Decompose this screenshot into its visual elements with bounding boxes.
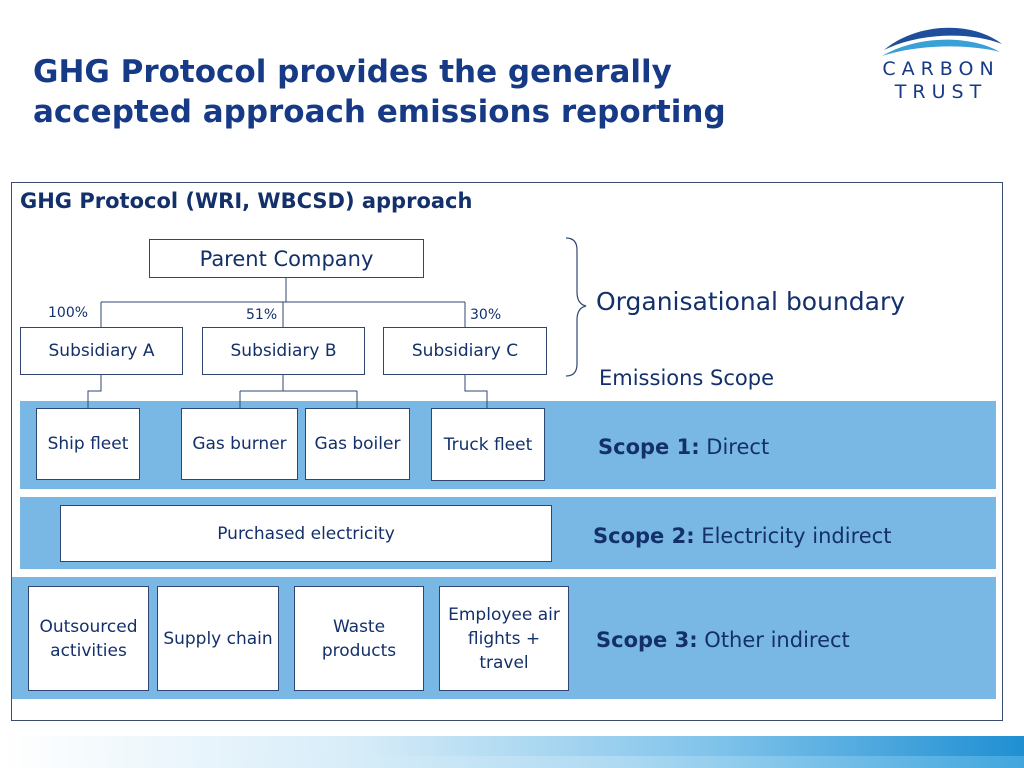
footer-gradient-strip [0,736,1024,768]
scope3-source-employee-travel: Employee air flights + travel [439,586,569,691]
scope2-label: Scope 2: Electricity indirect [593,524,891,548]
scope1-label: Scope 1: Direct [598,435,769,459]
scope1-source-gas-burner: Gas burner [181,408,298,480]
emissions-scope-label: Emissions Scope [599,366,775,390]
scope3-source-supply-chain: Supply chain [157,586,279,691]
scope3-label: Scope 3: Other indirect [596,628,850,652]
scope2-desc: Electricity indirect [701,524,892,548]
parent-company-box: Parent Company [149,239,424,278]
scope2-title: Scope 2: [593,524,695,548]
scope1-title: Scope 1: [598,435,700,459]
scope1-source-truck-fleet: Truck fleet [431,408,545,481]
diagram-frame [11,182,1003,721]
boundary-brace [565,237,587,377]
scope1-source-gas-boiler: Gas boiler [305,408,410,480]
logo-text-trust: TRUST [894,81,988,103]
slide-title: GHG Protocol provides the generally acce… [33,54,726,130]
scope3-source-outsourced-activities: Outsourced activities [28,586,149,691]
subsidiary-b-box: Subsidiary B [202,327,365,375]
organisational-boundary-label: Organisational boundary [596,287,906,316]
logo-wave-icon [882,27,1002,56]
ownership-pct-a: 100% [48,305,89,321]
scope3-title: Scope 3: [596,628,698,652]
diagram-subtitle: GHG Protocol (WRI, WBCSD) approach [20,189,473,213]
scope1-desc: Direct [706,435,770,459]
scope3-desc: Other indirect [704,628,850,652]
scope2-source-purchased-electricity: Purchased electricity [60,505,552,562]
scope1-source-ship-fleet: Ship fleet [36,408,140,480]
logo-text-carbon: CARBON [882,58,1000,80]
ownership-pct-b: 51% [246,307,278,323]
ownership-pct-c: 30% [470,307,502,323]
scope3-source-waste-products: Waste products [294,586,424,691]
subsidiary-c-box: Subsidiary C [383,327,547,375]
subsidiary-a-box: Subsidiary A [20,327,183,375]
carbon-trust-logo: CARBON TRUST [876,18,1006,108]
